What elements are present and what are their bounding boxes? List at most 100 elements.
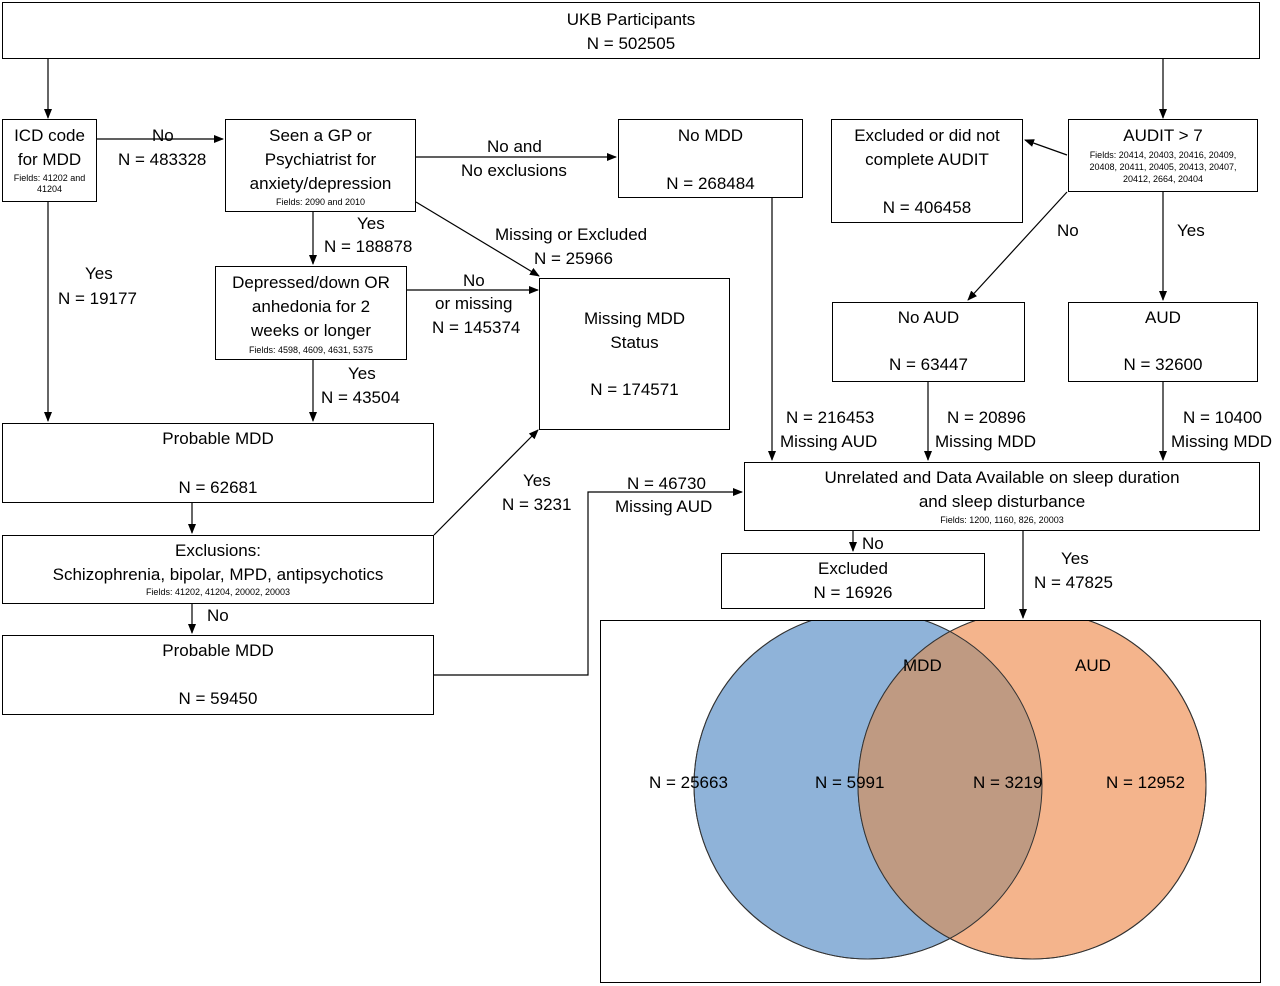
exclusions-title: Exclusions: [175,541,261,560]
depressed-box: Depressed/down OR anhedonia for 2 weeks … [215,266,407,360]
prob1-title: Probable MDD [162,429,274,448]
excluded-title: Excluded [818,559,888,578]
icd-line1: ICD code [14,126,85,145]
label-unrel-yes: Yes [1061,549,1089,568]
no-aud-title: No AUD [897,308,960,327]
excluded-n: N = 16926 [813,583,893,602]
aud-box: AUD N = 32600 [1068,302,1258,382]
label-excl-yes: Yes [523,471,551,490]
label-aud-missing-n: N = 10400 [1183,408,1262,427]
venn-outside-n: N = 25663 [649,773,728,792]
dep-fields: Fields: 4598, 4609, 4631, 5375 [248,345,374,355]
label-nomdd-missing: Missing AUD [780,432,878,451]
probable-mdd-box-1: Probable MDD N = 62681 [2,423,434,503]
no-mdd-title: No MDD [677,126,744,145]
icd-fields2: 41204 [36,184,63,194]
label-dep-yes: Yes [348,364,376,383]
venn-diagram [693,621,1207,960]
audit-title: AUDIT > 7 [1123,126,1203,145]
label-gp-yes-n: N = 188878 [324,237,413,256]
label-gp-missing-n: N = 25966 [534,249,613,268]
aud-title: AUD [1145,308,1181,327]
label-prob2-missing: Missing AUD [615,497,713,516]
audit-fields3: 20412, 2664, 20404 [1122,174,1204,184]
label-gp-noexcl-1: No and [487,137,542,156]
prob2-n: N = 59450 [178,689,258,708]
unrelated-line1: Unrelated and Data Available on sleep du… [824,468,1180,487]
no-aud-n: N = 63447 [889,355,968,374]
audit-fields2: 20408, 20411, 20405, 20413, 20407, [1089,162,1237,172]
venn-aud-only-n: N = 12952 [1106,773,1185,792]
overlap-region [858,621,1042,959]
audit-box: AUDIT > 7 Fields: 20414, 20403, 20416, 2… [1068,119,1258,192]
venn-mdd-label: MDD [903,656,942,675]
prob2-title: Probable MDD [162,641,274,660]
unrelated-box: Unrelated and Data Available on sleep du… [744,462,1260,531]
label-gp-yes: Yes [357,214,385,233]
excl-audit-line1: Excluded or did not [854,126,1000,145]
label-aud-missing: Missing MDD [1171,432,1273,451]
aud-n: N = 32600 [1123,355,1203,374]
missing-mdd-line1: Missing MDD [583,309,686,328]
icd-fields1: Fields: 41202 and [13,173,86,183]
audit-fields1: Fields: 20414, 20403, 20416, 20409, [1089,150,1237,160]
no-mdd-n: N = 268484 [666,174,755,193]
label-noaud-missing-n: N = 20896 [947,408,1026,427]
arrow-audit-to-excluded [1024,139,1068,156]
aud-circle-outline [857,621,1207,960]
excluded-audit-box: Excluded or did not complete AUDIT N = 4… [831,119,1023,223]
label-dep-no-1: No [463,271,485,290]
exclusions-fields: Fields: 41202, 41204, 20002, 20003 [145,587,291,597]
probable-mdd-box-2: Probable MDD N = 59450 [2,635,434,715]
icd-line2: for MDD [17,150,82,169]
gp-fields: Fields: 2090 and 2010 [275,197,366,207]
unrelated-fields: Fields: 1200, 1160, 826, 20003 [940,515,1064,525]
dep-line2: anhedonia for 2 [251,297,371,316]
label-dep-no-n: N = 145374 [432,318,521,337]
dep-line3: weeks or longer [250,321,371,340]
label-noaud-missing: Missing MDD [935,432,1037,451]
label-audit-yes: Yes [1177,221,1205,240]
label-icd-yes-n: N = 19177 [58,289,137,308]
exclusions-box: Exclusions: Schizophrenia, bipolar, MPD,… [2,535,434,604]
label-excl-yes-n: N = 3231 [502,495,572,514]
ukb-participants-title: UKB Participants [566,10,696,29]
exclusions-line2: Schizophrenia, bipolar, MPD, antipsychot… [52,565,384,584]
no-mdd-box: No MDD N = 268484 [618,119,803,198]
excluded-box: Excluded N = 16926 [721,553,985,609]
label-prob2-n: N = 46730 [627,474,706,493]
label-icd-no-n: N = 483328 [118,150,207,169]
label-audit-no: No [1057,221,1079,240]
prob1-n: N = 62681 [178,478,258,497]
venn-aud-label: AUD [1075,656,1111,675]
label-icd-yes: Yes [85,264,113,283]
label-nomdd-missing-n: N = 216453 [786,408,875,427]
gp-psychiatrist-box: Seen a GP or Psychiatrist for anxiety/de… [225,119,416,212]
arrow-audit-to-noaud [967,191,1068,301]
venn-both-n: N = 3219 [973,773,1043,792]
missing-mdd-line2: Status [610,333,659,352]
icd-code-box: ICD code for MDD Fields: 41202 and 41204 [2,119,97,202]
arrow-exclusions-to-missing [433,429,539,536]
label-dep-yes-n: N = 43504 [321,388,400,407]
venn-box: N = 25663 MDD AUD N = 5991 N = 3219 N = … [600,620,1261,983]
arrow-gp-to-missing [415,201,540,277]
label-unrel-no: No [862,534,884,553]
missing-mdd-n: N = 174571 [590,380,679,399]
label-dep-no-2: or missing [435,294,513,313]
venn-mdd-only-n: N = 5991 [815,773,885,792]
excl-audit-line2: complete AUDIT [865,150,989,169]
gp-line1: Seen a GP or [269,126,372,145]
label-icd-no: No [152,126,174,145]
gp-line3: anxiety/depression [249,174,392,193]
label-excl-no: No [207,606,229,625]
label-gp-missing: Missing or Excluded [495,225,648,244]
dep-line1: Depressed/down OR [232,273,390,292]
gp-line2: Psychiatrist for [264,150,377,169]
ukb-participants-box: UKB Participants N = 502505 [2,2,1260,59]
unrelated-line2: and sleep disturbance [918,492,1086,511]
label-unrel-yes-n: N = 47825 [1034,573,1113,592]
ukb-participants-n: N = 502505 [586,34,676,53]
